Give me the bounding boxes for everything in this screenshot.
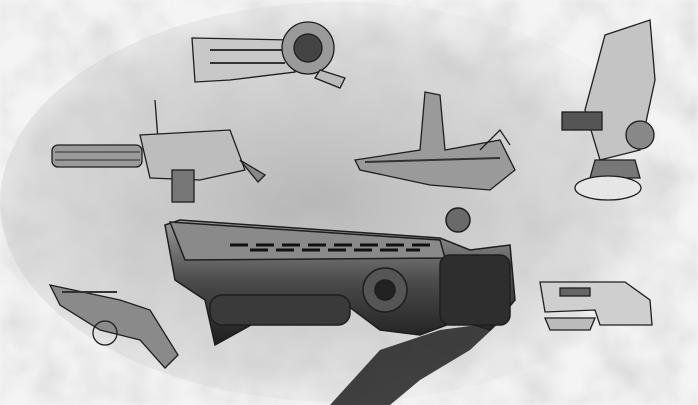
turret-barrel-top <box>191 21 346 89</box>
shotgun-main <box>164 207 516 347</box>
minigun-left <box>51 99 267 203</box>
rifle-bottom-left <box>48 284 179 369</box>
blade-rifle-center <box>354 91 516 191</box>
pistol-bottom-right <box>539 281 653 331</box>
cast-shadow <box>330 322 500 405</box>
sentry-turret-right <box>561 19 656 201</box>
